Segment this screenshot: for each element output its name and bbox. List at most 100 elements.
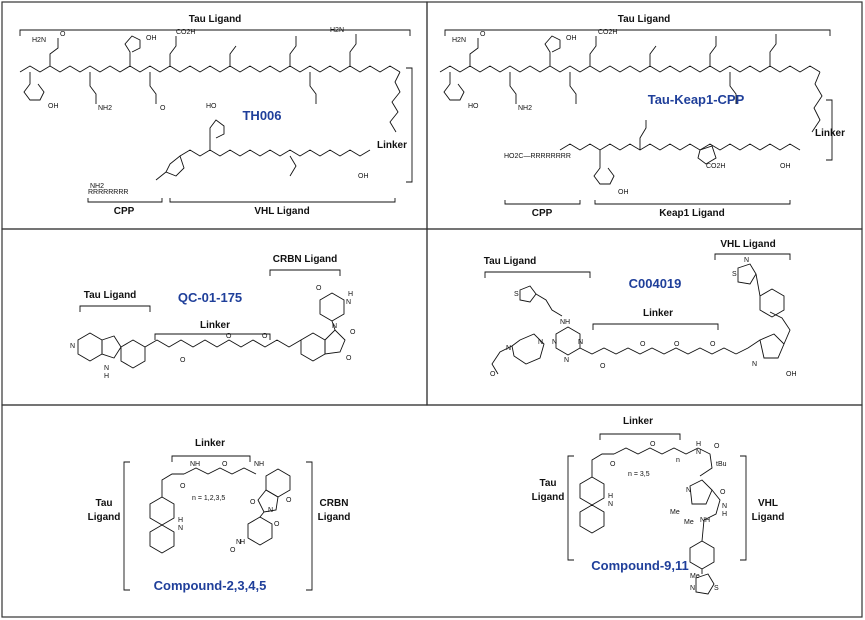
th006-cpp-bond	[155, 171, 167, 181]
th006-atom-o: O	[60, 31, 66, 38]
qc-tau-ligand-label: Tau Ligand	[84, 290, 137, 301]
th006-cpp-bracket	[87, 198, 163, 203]
c2345-compound-name: Compound-2,3,4,5	[154, 578, 267, 593]
qc-compound-name: QC-01-175	[178, 290, 242, 305]
c2345-atom-o4: O	[250, 499, 256, 506]
panel-th006: Tau Ligand H2N O OH CO2H NH2 HO OH H2N O…	[19, 14, 413, 217]
c004-tau-bracket	[484, 271, 591, 278]
c004-atom-s1: S	[514, 291, 519, 298]
th006-atom-h2n2: H2N	[330, 27, 344, 34]
keap1-atom-o: O	[480, 31, 486, 38]
th006-tau-bracket	[19, 29, 411, 36]
keap1-atom-co2h2: CO2H	[706, 163, 725, 170]
c911-vhl-core	[689, 447, 721, 595]
keap1-side-chains-top	[443, 34, 777, 104]
qc-atom-o1: O	[180, 357, 186, 364]
c911-atom-o1: O	[610, 461, 616, 468]
c2345-atom-o5: O	[274, 521, 280, 528]
th006-side-chains-top	[23, 34, 357, 104]
c2345-atom-nh1: NH	[190, 461, 200, 468]
c004-thiophene	[519, 285, 563, 317]
c911-atom-h: H	[608, 493, 613, 500]
keap1-linker-label: Linker	[815, 128, 845, 139]
qc-atom-n1: N	[70, 343, 75, 350]
c004-atom-n4: N	[538, 339, 543, 346]
c004-vhl-ligand-label: VHL Ligand	[720, 239, 775, 250]
keap1-cpp-seq: HO2C—RRRRRRRR	[504, 153, 571, 160]
c004-atom-oh: OH	[786, 371, 797, 378]
c911-atom-h3: H	[722, 511, 727, 518]
keap1-atom-nh2: NH2	[518, 105, 532, 112]
th006-leu-chain	[289, 155, 297, 177]
c004-atom-o5: O	[710, 341, 716, 348]
th006-atom-oh2: OH	[48, 103, 59, 110]
qc-atom-h: H	[104, 373, 109, 380]
keap1-cpp-label: CPP	[532, 208, 553, 219]
c911-carboline	[579, 453, 614, 534]
keap1-keap1-label: Keap1 Ligand	[659, 208, 725, 219]
c911-n-value: n = 3,5	[628, 471, 650, 478]
panel-qc01175: Tau Ligand CRBN Ligand QC-01-175 Linker …	[70, 254, 356, 380]
c911-linker-chain	[613, 447, 699, 455]
c004-tau-ligand-label: Tau Ligand	[484, 256, 537, 267]
c2345-atom-o6: O	[230, 547, 236, 554]
qc-carboline	[77, 332, 146, 369]
c004-compound-name: C004019	[629, 276, 682, 291]
keap1-atom-co2h: CO2H	[598, 29, 617, 36]
c2345-n-value: n = 1,2,3,5	[192, 495, 225, 502]
qc-linker-bracket	[154, 333, 271, 340]
c2345-tau-label-2: Ligand	[88, 512, 121, 523]
c911-vhl-label-2: Ligand	[752, 512, 785, 523]
c004-linker-bracket	[592, 323, 719, 330]
c911-linker-bracket	[599, 433, 681, 440]
c004-atom-nh: NH	[560, 319, 570, 326]
c004-linker-label: Linker	[643, 308, 673, 319]
qc-atom-o5: O	[316, 285, 322, 292]
c2345-carboline	[149, 473, 184, 554]
c911-atom-n2: N	[696, 449, 701, 456]
c911-atom-nh: NH	[700, 517, 710, 524]
keap1-compound-name: Tau-Keap1-CPP	[648, 92, 745, 107]
c911-atom-o3: O	[714, 443, 720, 450]
qc-atom-h2: H	[348, 291, 353, 298]
qc-tau-bracket	[79, 305, 151, 312]
keap1-atom-ho: HO	[468, 103, 479, 110]
c2345-atom-o2: O	[222, 461, 228, 468]
c2345-atom-o3: O	[286, 497, 292, 504]
th006-atom-nh2-b: NH2	[90, 183, 104, 190]
keap1-atom-oh3: OH	[780, 163, 791, 170]
c2345-linker-bracket	[171, 455, 251, 462]
panel-tau-keap1: Tau Ligand H2N O OH CO2H NH2 HO OH CO2H …	[439, 14, 845, 219]
c911-atom-tbu: tBu	[716, 461, 727, 468]
keap1-backbone-bottom	[559, 143, 801, 151]
panel-compound911: Linker Tau Ligand VHL Ligand Compound-9,…	[532, 416, 785, 595]
th006-vhl-bracket	[169, 198, 396, 203]
th006-linker-chain	[389, 71, 401, 133]
c911-atom-h2: H	[696, 441, 701, 448]
c2345-atom-nh2: NH	[254, 461, 264, 468]
c911-atom-me3: Me	[690, 573, 700, 580]
qc-atom-o3: O	[262, 333, 268, 340]
th006-tau-ligand-label: Tau Ligand	[189, 14, 242, 25]
c2345-right-bracket	[306, 461, 313, 591]
c911-atom-o4: O	[720, 489, 726, 496]
keap1-atom-h2n: H2N	[452, 37, 466, 44]
panel-th006-frame	[1, 1, 428, 230]
qc-atom-o2: O	[226, 333, 232, 340]
c004-atom-o2: O	[600, 363, 606, 370]
panel-compound2345: Linker Tau Ligand CRBN Ligand Compound-2…	[88, 438, 351, 593]
c2345-linker-label: Linker	[195, 438, 225, 449]
th006-atom-h2n: H2N	[32, 37, 46, 44]
th006-atom-nh2: NH2	[98, 105, 112, 112]
c004-atom-n7: N	[744, 257, 749, 264]
c911-atom-n4: N	[722, 503, 727, 510]
c004-atom-o3: O	[640, 341, 646, 348]
c911-atom-n5: N	[690, 585, 695, 592]
c004-atom-n1: N	[552, 339, 557, 346]
th006-linker-bracket	[406, 67, 413, 183]
c004-atom-o1: O	[490, 371, 496, 378]
th006-linker-label: Linker	[377, 140, 407, 151]
